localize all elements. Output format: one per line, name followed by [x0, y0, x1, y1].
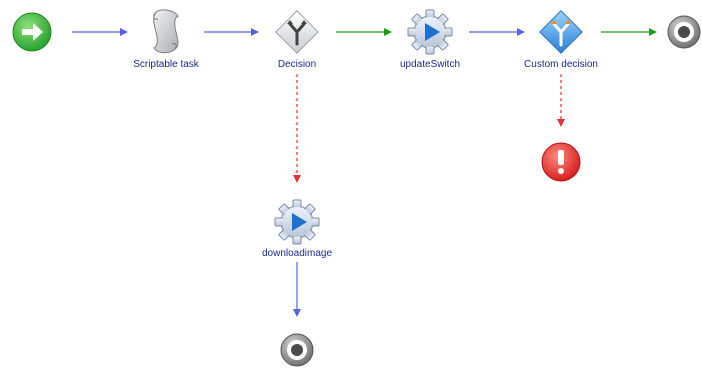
workflow-gear-icon[interactable] [274, 199, 320, 245]
custom-decision-icon[interactable] [539, 10, 583, 54]
update-switch-label: updateSwitch [399, 59, 461, 70]
end-icon[interactable] [667, 15, 701, 49]
end-icon[interactable] [280, 333, 314, 367]
custom-decision-label: Custom decision [524, 59, 598, 70]
workflow-gear-icon[interactable] [407, 9, 453, 55]
exception-icon[interactable] [541, 142, 581, 182]
scriptable-task-label: Scriptable task [133, 59, 199, 70]
download-image-label: downloadimage [261, 248, 333, 259]
start-arrow-icon[interactable] [12, 12, 52, 52]
decision-icon[interactable] [275, 10, 319, 54]
scroll-icon[interactable] [153, 9, 179, 54]
decision-label: Decision [277, 59, 317, 70]
